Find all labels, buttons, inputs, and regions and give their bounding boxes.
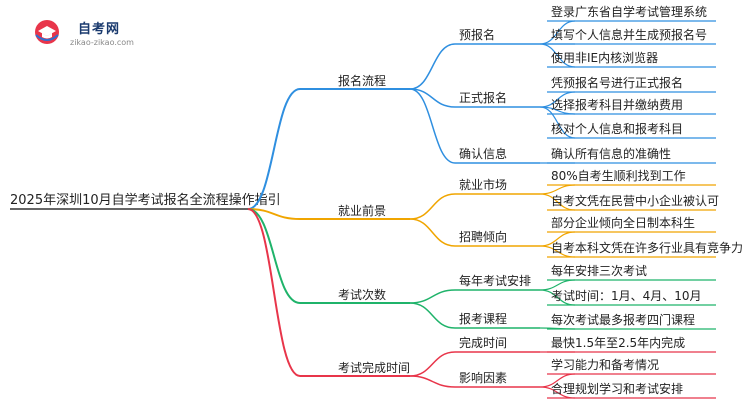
- branch-topic[interactable]: 就业前景: [338, 203, 386, 218]
- leaf-topic[interactable]: 凭预报名号进行正式报名: [551, 75, 683, 90]
- branch-topic[interactable]: 考试次数: [338, 287, 386, 302]
- leaf-topic[interactable]: 自考文凭在民营中小企业被认可: [551, 193, 719, 208]
- leaf-topic[interactable]: 每次考试最多报考四门课程: [551, 312, 695, 327]
- leaf-topic[interactable]: 80%自考生顺利找到工作: [551, 169, 686, 183]
- subtopic-connector: [409, 88, 456, 108]
- leaf-connector: [539, 184, 576, 195]
- subtopic-connector: [409, 289, 456, 304]
- leaf-topic[interactable]: 核对个人信息和报考科目: [551, 121, 683, 136]
- subtopic-connector: [409, 43, 456, 90]
- branch-topic[interactable]: 报名流程: [338, 73, 386, 88]
- leaf-topic[interactable]: 确认所有信息的准确性: [551, 146, 671, 161]
- subtopic[interactable]: 正式报名: [459, 90, 507, 105]
- branch-connector: [247, 88, 301, 210]
- leaf-topic[interactable]: 部分企业倾向全日制本科生: [551, 215, 695, 230]
- leaf-topic[interactable]: 最快1.5年至2.5年内完成: [551, 335, 685, 350]
- subtopic[interactable]: 就业市场: [459, 177, 507, 192]
- subtopic-connector: [409, 375, 456, 388]
- leaf-connector: [539, 43, 576, 68]
- subtopic-connector: [409, 218, 456, 247]
- logo-title: 自考网: [78, 22, 121, 37]
- site-logo[interactable]: 自考网 zikao-zikao.com: [34, 16, 149, 56]
- leaf-topic[interactable]: 每年安排三次考试: [551, 263, 647, 278]
- leaf-connector: [539, 106, 576, 139]
- subtopic-connector: [409, 88, 456, 164]
- leaf-connector: [539, 20, 576, 45]
- subtopic[interactable]: 每年考试安排: [459, 273, 531, 288]
- branch-connector: [247, 208, 301, 220]
- subtopic[interactable]: 影响因素: [459, 370, 507, 385]
- logo-subtitle: zikao-zikao.com: [70, 38, 134, 47]
- subtopic-connector: [409, 193, 456, 220]
- branch-topic[interactable]: 考试完成时间: [338, 360, 410, 375]
- leaf-topic[interactable]: 选择报考科目并缴纳费用: [551, 97, 683, 112]
- subtopic[interactable]: 完成时间: [459, 335, 507, 350]
- leaf-topic[interactable]: 合理规划学习和考试安排: [551, 381, 683, 396]
- leaf-topic[interactable]: 学习能力和备考情况: [551, 357, 659, 372]
- subtopic[interactable]: 招聘倾向: [459, 229, 507, 244]
- leaf-topic[interactable]: 登录广东省自学考试管理系统: [551, 4, 707, 19]
- branch-connector: [247, 208, 301, 377]
- subtopic-connector: [409, 302, 456, 329]
- subtopic[interactable]: 预报名: [459, 27, 495, 42]
- leaf-topic[interactable]: 填写个人信息并生成预报名号: [551, 27, 707, 42]
- subtopic-connector: [409, 351, 456, 377]
- branch-connector: [247, 208, 301, 304]
- root-topic[interactable]: 2025年深圳10月自学考试报名全流程操作指引: [10, 192, 281, 208]
- leaf-topic[interactable]: 考试时间：1月、4月、10月: [551, 288, 702, 303]
- subtopic[interactable]: 确认信息: [459, 146, 507, 161]
- graduation-cap-icon: [35, 20, 59, 44]
- leaf-topic[interactable]: 自考本科文凭在许多行业具有竞争力: [551, 240, 743, 255]
- subtopic[interactable]: 报考课程: [459, 311, 507, 326]
- leaf-topic[interactable]: 使用非IE内核浏览器: [551, 50, 658, 65]
